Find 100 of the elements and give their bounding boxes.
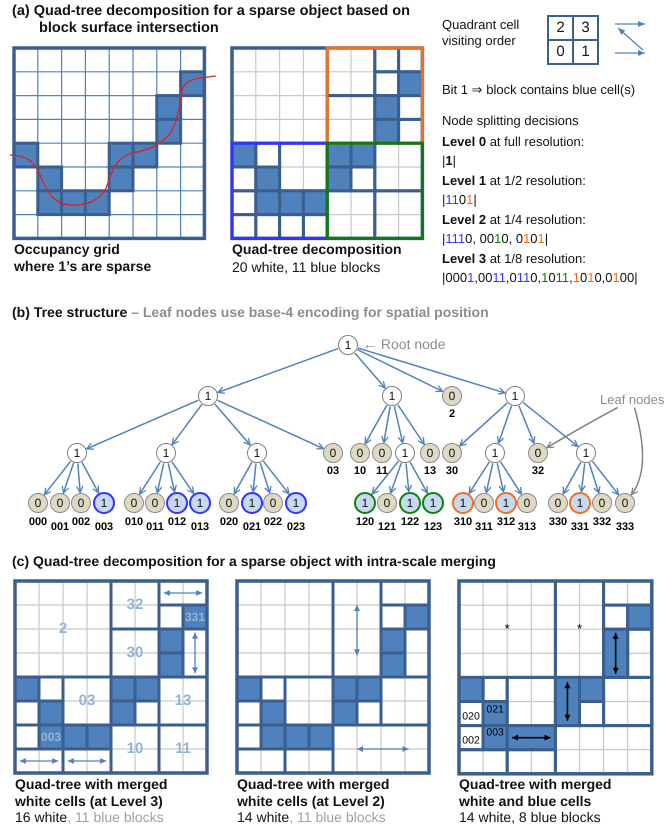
tree-node: 0	[323, 443, 343, 463]
leader-line	[630, 407, 644, 496]
block-code: *	[576, 621, 582, 637]
tree-node: 1	[285, 492, 307, 514]
arrow	[357, 348, 444, 392]
block-code: 331	[184, 610, 206, 624]
tree-node: 1	[395, 443, 415, 463]
node-code: 333	[616, 521, 634, 534]
tree-node: 0	[517, 493, 537, 513]
level-text: Level 2 at 1/4 resolution:	[442, 212, 586, 228]
block-code: 021	[486, 704, 504, 716]
node-code: 30	[446, 465, 458, 478]
tree-node: 1	[166, 492, 188, 514]
panel-heading: (b) Tree structure – Leaf nodes use base-4 encoding for spatial position	[12, 304, 489, 321]
arrow	[81, 462, 100, 494]
block-code: 003	[486, 726, 504, 740]
arrow	[592, 460, 620, 496]
callout-text: Leaf nodes	[600, 392, 664, 408]
node-code: 010	[124, 516, 144, 530]
node-code: 32	[532, 465, 544, 478]
node-code: 023	[286, 521, 306, 534]
node-code: 330	[548, 516, 568, 530]
level-text: Level 3 at 1/8 resolution:	[442, 251, 586, 267]
grid-caption: Quad-tree with merged white cells (at Level 2)	[237, 776, 390, 810]
block-code: 30	[126, 644, 144, 662]
tree-node: 1	[399, 492, 421, 514]
tree-node: 0	[377, 493, 397, 513]
quadrant-cell: 3	[572, 15, 599, 41]
node-code: 311	[475, 521, 493, 534]
grid-caption: Quad-tree with merged white cells (at Level 3)	[15, 776, 168, 810]
tree-node: 0	[372, 443, 392, 463]
block-code: 002	[462, 734, 480, 748]
tree-node: 0	[28, 493, 48, 513]
arrow	[404, 463, 412, 492]
block-count: 14 white, 8 blue blocks	[459, 809, 601, 826]
arrow	[389, 462, 402, 494]
arrow	[397, 404, 425, 445]
tree-node: 0	[442, 386, 462, 406]
arrow	[168, 463, 177, 492]
node-code: 020	[220, 516, 238, 530]
node-code: 123	[424, 521, 442, 534]
arrow	[44, 460, 72, 496]
node-code: 021	[242, 521, 262, 534]
arrow	[468, 461, 490, 494]
arrow	[394, 406, 405, 444]
arrow	[522, 402, 578, 448]
arrow	[259, 462, 272, 494]
node-code: 003	[94, 521, 114, 534]
node-code: 10	[354, 465, 366, 478]
tree-node: 1	[198, 386, 218, 406]
tree-node: 0	[615, 493, 635, 513]
arrow	[459, 402, 508, 447]
tree-node: 1	[338, 335, 358, 355]
tree-node: 1	[422, 492, 444, 514]
arrow	[76, 463, 84, 494]
arrow	[214, 403, 251, 446]
bit-code: |1101|	[442, 192, 477, 208]
arrow	[409, 462, 428, 494]
tree-node: 1	[495, 492, 517, 514]
node-code: 332	[592, 516, 612, 530]
tree-node: 1	[576, 443, 596, 463]
arrow	[496, 406, 512, 444]
node-code: 012	[168, 516, 186, 530]
tree-node: 0	[124, 493, 144, 513]
tree-node: 0	[263, 493, 283, 513]
arrow	[496, 463, 506, 492]
tree-node: 0	[50, 493, 70, 513]
tree-node: 1	[93, 492, 115, 514]
arrow	[62, 462, 74, 494]
tree-node: 1	[382, 386, 402, 406]
arrow	[518, 405, 536, 444]
quadrant-cell: 0	[547, 39, 574, 65]
tree-node: 0	[350, 443, 370, 463]
arrow	[154, 463, 164, 494]
arrow	[86, 400, 199, 450]
arrow	[364, 404, 388, 444]
block-code: 11	[175, 740, 191, 758]
block-code: 003	[40, 730, 62, 744]
arrow	[358, 347, 506, 395]
panel-heading: (c) Quad-tree decomposition for a sparse object with intra-scale merging	[12, 553, 496, 570]
block-code: 020	[462, 710, 480, 724]
node-code: 120	[356, 516, 374, 530]
node-code: 313	[518, 521, 536, 534]
node-code: 002	[72, 516, 90, 530]
tree-node: 1	[67, 443, 87, 463]
node-code: 310	[454, 516, 472, 530]
tree-node: 0	[219, 493, 239, 513]
arrow	[217, 400, 324, 450]
arrow	[262, 460, 290, 495]
arrow	[588, 462, 601, 494]
tree-node: 0	[548, 493, 568, 513]
node-code: 331	[570, 521, 590, 534]
annotation-text: ← Root node	[363, 336, 446, 353]
panel-heading: (a) Quad-tree decomposition for a sparse object based on block surface intersection	[12, 3, 412, 38]
block-count: 14 white, 11 blue blocks	[237, 809, 386, 826]
block-code: 32	[126, 596, 144, 614]
grid-caption: Occupancy grid where 1’s are sparse	[14, 241, 152, 275]
block-count: 20 white, 11 blue blocks	[232, 259, 380, 276]
node-code: 03	[326, 465, 340, 478]
tree-node: 1	[505, 386, 525, 406]
